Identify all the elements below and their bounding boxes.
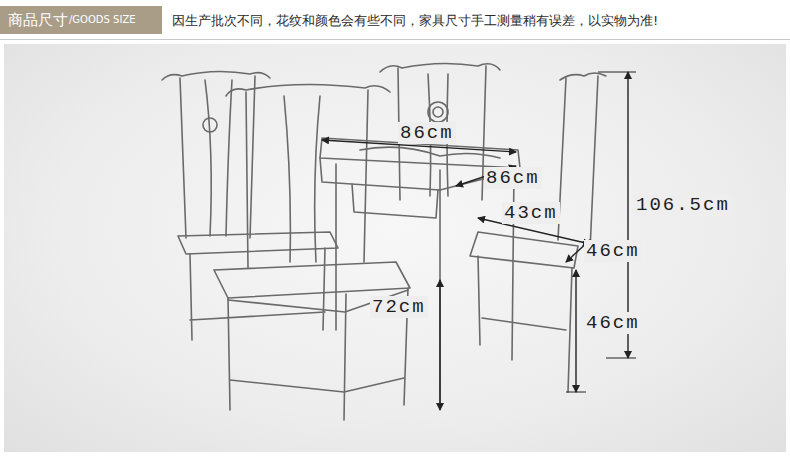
dimension-label: 86cm [484,167,542,189]
sketch-line [230,378,404,392]
sketch-line [226,84,390,96]
sketch-line [428,102,448,122]
header-subtitle: /GOODS SIZE [69,10,136,30]
header-title: 商品尺寸 [8,10,68,30]
sketch-line [162,63,606,420]
dimension-label: 43cm [502,202,560,224]
sketch-line [575,270,576,392]
sketch-line [566,392,586,393]
header-rule [0,39,790,40]
dimension-label: 46cm [584,240,642,262]
sketch-line [439,280,440,410]
sketch-line [162,71,270,80]
note-text: 因生产批次不同，花纹和颜色会有些不同，家具尺寸手工测量稍有误差，以实物为准! [172,12,658,30]
sketch-line [336,164,514,405]
sketch-line [433,107,443,117]
dimension-label: 46cm [584,312,642,334]
sketch-line [284,96,320,262]
sketch-line [478,256,572,392]
sketch-line [560,73,606,80]
sketch-line [558,76,598,250]
sketch-line [205,80,232,236]
sketch-line [180,76,255,238]
dimension-label: 106.5cm [634,194,732,216]
ground-panel [4,44,786,452]
sketch-line [360,147,500,158]
sketch-line [178,232,338,254]
sketch-line [214,262,410,298]
sketch-line [246,90,368,268]
dimension-label: 86cm [398,122,456,144]
sketch-line [203,118,217,132]
dimension-label: 72cm [370,296,428,318]
